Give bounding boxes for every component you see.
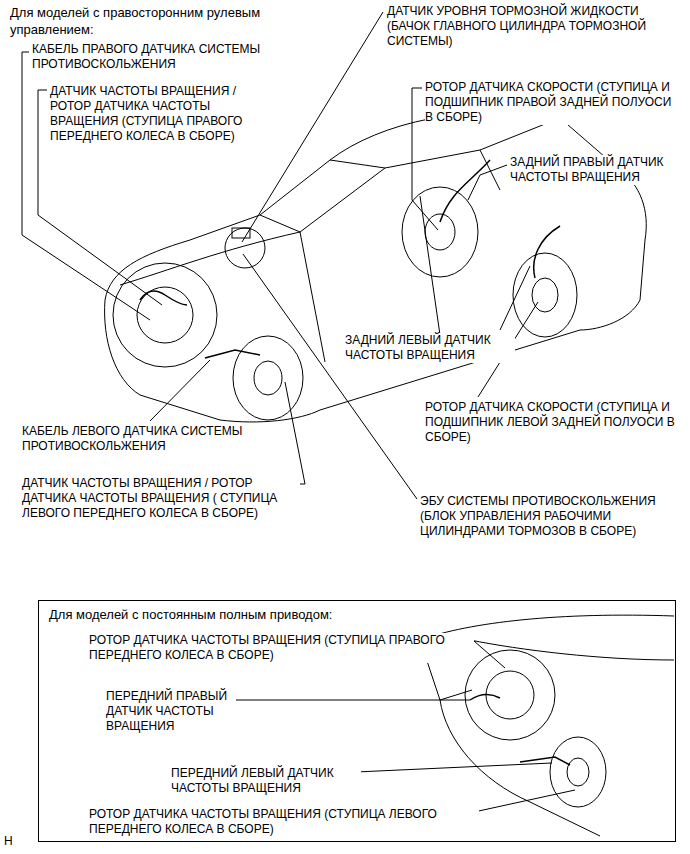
leader-line (356, 763, 552, 772)
part-label: ПЕРЕДНИЙ ЛЕВЫЙ ДАТЧИК ЧАСТОТЫ ВРАЩЕНИЯ (171, 766, 361, 796)
wheel-hub (425, 214, 455, 250)
wheel-hub (567, 758, 589, 786)
leader-line (234, 700, 470, 701)
leader-line (474, 790, 575, 812)
part-label: РОТОР ДАТЧИКА ЧАСТОТЫ ВРАЩЕНИЯ (СТУПИЦА … (89, 633, 474, 663)
brake-booster (225, 228, 265, 268)
inset-frame: Для моделей с постоянным полным приводом… (38, 600, 676, 842)
wheel (113, 263, 217, 367)
inset-heading: Для моделей с постоянным полным приводом… (49, 606, 469, 623)
leader-line (500, 266, 530, 330)
sensor-cable (470, 694, 570, 765)
wheel-hub (254, 361, 282, 395)
wheel (513, 253, 577, 337)
part-label: ДАТЧИК УРОВНЯ ТОРМОЗНОЙ ЖИДКОСТИ (БАЧОК … (387, 4, 677, 49)
part-label: РОТОР ДАТЧИКА СКОРОСТИ (СТУПИЦА И ПОДШИП… (425, 80, 675, 125)
wheel-hub (532, 278, 558, 312)
leader-line (285, 382, 305, 484)
part-label: КАБЕЛЬ ЛЕВОГО ДАТЧИКА СИСТЕМЫ ПРОТИВОСКО… (22, 424, 272, 454)
section-heading: Для моделей с правосторонним рулевым упр… (10, 4, 310, 38)
leader-line (468, 165, 507, 200)
wheel (233, 336, 303, 420)
part-label: ЗАДНИЙ ПРАВЫЙ ДАТЧИК ЧАСТОТЫ ВРАЩЕНИЯ (510, 155, 670, 185)
leader-line (474, 641, 505, 668)
part-label: ЗАДНИЙ ЛЕВЫЙ ДАТЧИК ЧАСТОТЫ ВРАЩЕНИЯ (345, 333, 515, 363)
wheel (402, 187, 478, 277)
part-label: ДАТЧИК ЧАСТОТЫ ВРАЩЕНИЯ / РОТОР ДАТЧИКА … (50, 84, 265, 144)
sensor-cable (140, 160, 560, 358)
leader-line (150, 360, 210, 421)
part-label: РОТОР ДАТЧИКА СКОРОСТИ (СТУПИЦА И ПОДШИП… (425, 400, 675, 445)
part-label: ПЕРЕДНИЙ ПРАВЫЙ ДАТЧИК ЧАСТОТЫ ВРАЩЕНИЯ (106, 689, 236, 734)
part-label: РОТОР ДАТЧИКА ЧАСТОТЫ ВРАЩЕНИЯ (СТУПИЦА … (89, 807, 479, 837)
wheel (550, 737, 606, 807)
car-windshield (260, 160, 385, 232)
part-label: ЭБУ СИСТЕМЫ ПРОТИВОСКОЛЬЖЕНИЯ (БЛОК УПРА… (420, 494, 678, 539)
leader-line (243, 254, 417, 499)
car-hood-line (120, 232, 300, 285)
part-label: ДАТЧИК ЧАСТОТЫ ВРАЩЕНИЯ / РОТОР ДАТЧИКА … (22, 476, 300, 521)
figure-code: H (4, 834, 24, 849)
part-label: КАБЕЛЬ ПРАВОГО ДАТЧИКА СИСТЕМЫ ПРОТИВОСК… (32, 42, 292, 72)
